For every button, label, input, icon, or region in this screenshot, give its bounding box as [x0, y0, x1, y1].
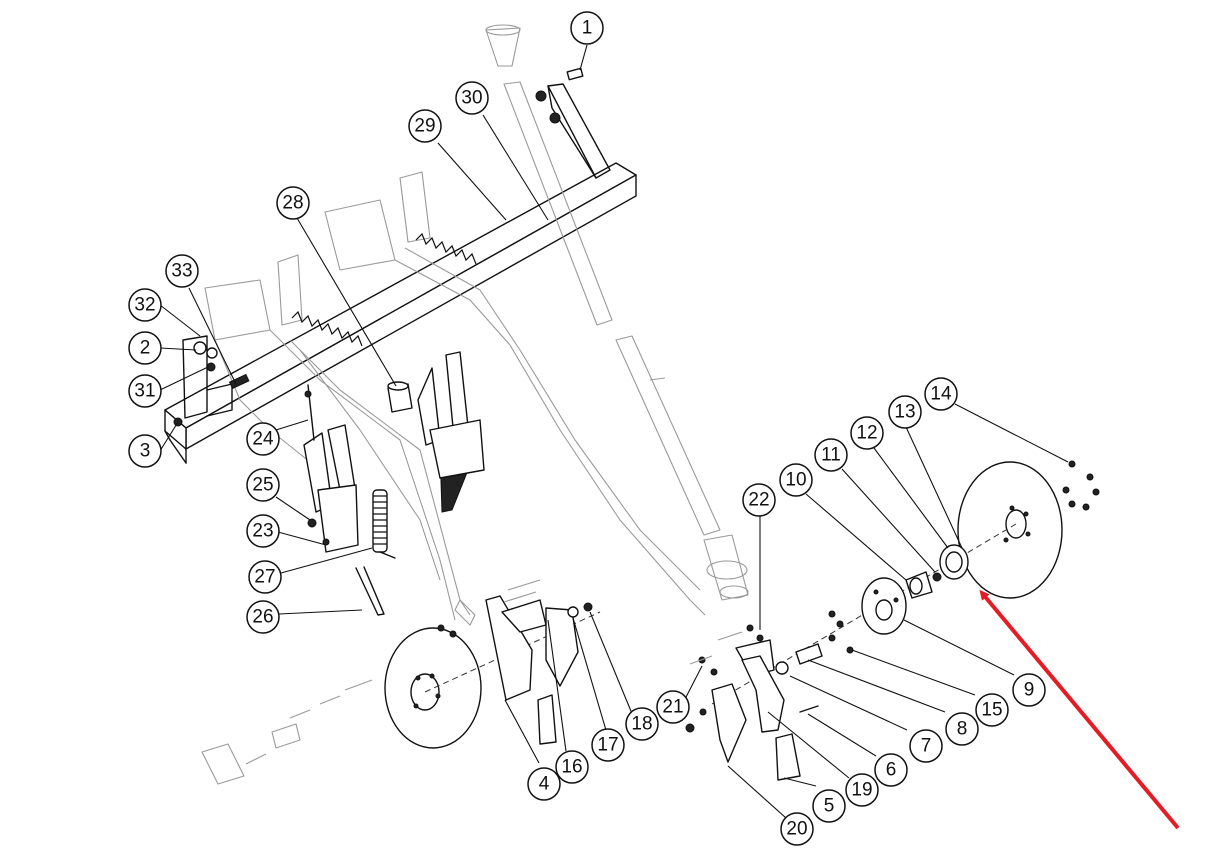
callout-8: 8 [945, 712, 979, 746]
callout-29: 29 [408, 109, 442, 143]
bushing [387, 381, 413, 413]
callout-25: 25 [246, 468, 280, 502]
callout-17: 17 [591, 728, 625, 762]
callout-label: 28 [282, 193, 303, 214]
callout-14: 14 [924, 377, 958, 411]
callout-label: 12 [856, 423, 877, 444]
callout-label: 22 [748, 490, 769, 511]
callout-label: 6 [886, 760, 897, 781]
callout-label: 32 [134, 295, 155, 316]
callout-13: 13 [888, 395, 922, 429]
callout-label: 4 [539, 774, 550, 795]
frame-springs [291, 232, 477, 347]
callout-label: 23 [252, 521, 273, 542]
callout-label: 13 [894, 402, 915, 423]
callout-label: 11 [821, 445, 841, 466]
callout-label: 17 [597, 735, 618, 756]
spindle [775, 643, 823, 675]
callout-18: 18 [625, 707, 659, 741]
callout-label: 18 [631, 714, 652, 735]
hub-nuts [828, 610, 854, 654]
spring-rod [355, 566, 385, 616]
callout-20: 20 [780, 812, 814, 846]
callout-label: 8 [957, 719, 968, 740]
callout-label: 26 [252, 607, 273, 628]
callout-label: 16 [561, 757, 582, 778]
callout-28: 28 [276, 186, 310, 220]
callout-24: 24 [246, 422, 280, 456]
callout-32: 32 [128, 288, 162, 322]
callout-19: 19 [845, 773, 879, 807]
drive-shaft [485, 24, 749, 601]
callout-21: 21 [656, 690, 690, 724]
hitch-pins-left [201, 579, 541, 785]
callout-label: 33 [171, 261, 192, 282]
callout-11: 11 [814, 438, 848, 472]
disc-bolts [1062, 460, 1100, 511]
highlight-arrow [979, 589, 1180, 830]
callout-9: 9 [1012, 673, 1046, 707]
callout-5: 5 [812, 789, 846, 823]
hub-bracket-left [437, 595, 593, 745]
callout-3: 3 [128, 434, 162, 468]
mounting-bracket-left [173, 335, 250, 427]
left-row-unit-frame [204, 254, 476, 626]
callout-10: 10 [779, 463, 813, 497]
callout-label: 27 [254, 567, 275, 588]
callout-6: 6 [874, 753, 908, 787]
callout-15: 15 [975, 693, 1009, 727]
hub-bracket-right [685, 624, 819, 781]
callout-2: 2 [128, 331, 162, 365]
callout-label: 20 [786, 819, 807, 840]
seal-ring [939, 544, 969, 580]
callout-30: 30 [455, 81, 489, 115]
callout-27: 27 [248, 560, 282, 594]
tension-spring [372, 489, 396, 559]
callout-label: 14 [930, 384, 952, 405]
callout-31: 31 [128, 374, 162, 408]
callout-label: 1 [582, 18, 593, 39]
callout-26: 26 [246, 600, 280, 634]
hub-flange [861, 577, 907, 635]
callout-label: 21 [662, 697, 683, 718]
callout-16: 16 [555, 750, 589, 784]
hitch-bracket-right [535, 67, 611, 179]
leader-lines [159, 44, 1069, 819]
callout-12: 12 [850, 416, 884, 450]
callout-label: 15 [981, 700, 1002, 721]
callout-23: 23 [246, 514, 280, 548]
scraper-assembly-left [303, 384, 359, 553]
callout-label: 7 [921, 736, 932, 757]
callout-label: 25 [252, 475, 273, 496]
callout-33: 33 [165, 254, 199, 288]
callout-label: 10 [785, 470, 806, 491]
callout-label: 29 [414, 116, 435, 137]
right-row-unit-frame [299, 171, 706, 616]
callout-label: 24 [252, 429, 274, 450]
callout-22: 22 [742, 483, 776, 517]
callout-label: 31 [134, 381, 155, 402]
callout-7: 7 [909, 729, 943, 763]
callout-label: 2 [140, 338, 151, 359]
toolbar-beam [164, 162, 637, 464]
scraper-assembly-right [417, 351, 485, 513]
callout-1: 1 [570, 11, 604, 45]
callout-label: 3 [140, 441, 151, 462]
callout-label: 30 [461, 88, 482, 109]
callout-label: 9 [1024, 680, 1035, 701]
callout-4: 4 [527, 767, 561, 801]
callout-label: 19 [851, 780, 872, 801]
bearing-parts [905, 571, 942, 599]
callout-label: 5 [824, 796, 835, 817]
